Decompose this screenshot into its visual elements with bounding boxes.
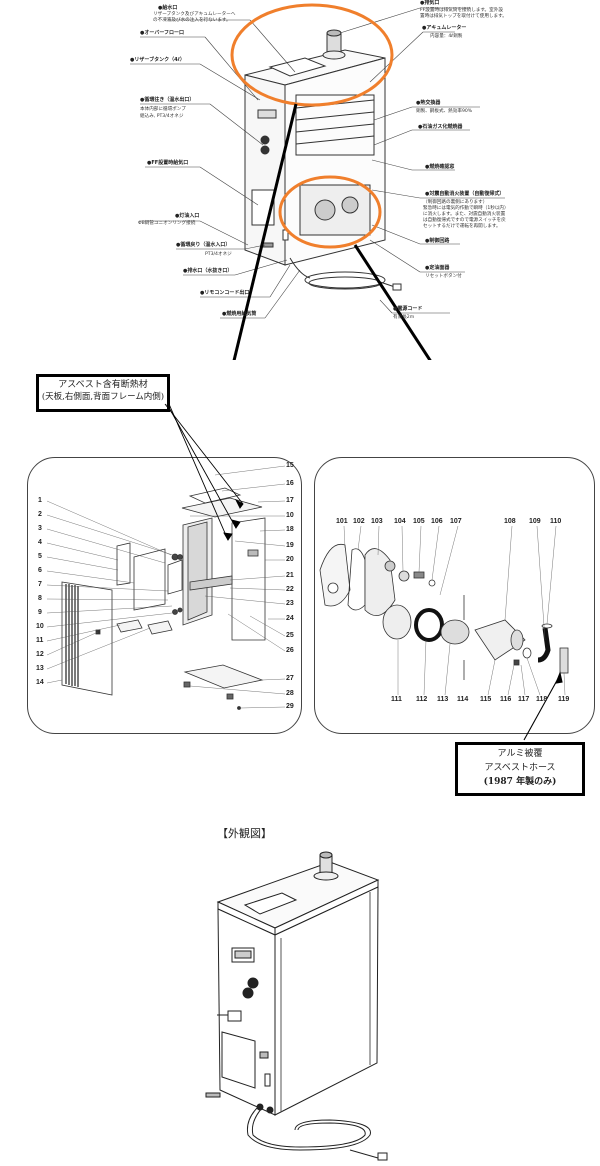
part-number: 20 [286,556,294,563]
label-accumulator: ●アキュムレーター [422,25,467,31]
label-combustion-window: ●燃焼確認窓 [425,164,455,170]
part-number: 9 [38,609,42,616]
part-number: 108 [504,518,516,525]
part-number: 12 [36,651,44,658]
part-number: 25 [286,632,294,639]
part-number: 1 [38,497,42,504]
part-number: 5 [38,553,42,560]
label-overflow: ●オーバーフロー口 [140,30,185,36]
part-number: 119 [558,696,570,703]
part-number: 24 [286,615,294,622]
label-power-cord: ●電源コード [393,306,423,312]
part-number: 11 [36,637,44,644]
callout-asbestos-hose-line1: アルミ被覆 [497,749,543,759]
callout-asbestos-hose-line3: (1987 年製のみ) [483,777,557,787]
part-number: 29 [286,703,294,710]
part-number: 111 [391,696,402,703]
part-number: 105 [413,518,425,525]
label-drain: ●排水口（水抜き口） [183,268,233,274]
note-seismic-2: 緊急時には電気的作動で瞬時（1秒以内） [423,206,509,211]
part-number: 2 [38,511,42,518]
part-number: 101 [336,518,348,525]
note-seismic-4: は自動復帰式ですので電源スイッチを戻 [423,218,506,223]
part-number: 115 [480,696,492,703]
callout-asbestos-hose: アルミ被覆 アスベストホース (1987 年製のみ) [455,742,585,796]
part-number: 109 [529,518,541,525]
note-water-inlet-1: リザーブタンク及びアキュムレーターへ [153,12,236,17]
part-number: 13 [36,665,44,672]
label-reserve-tank: ●リザーブタンク（4ℓ） [130,57,185,63]
callout-asbestos-insulation-line1: アスベスト含有断熱材 [58,380,148,390]
label-exhaust: ●排気口 [420,0,440,6]
label-heat-exchanger: ●熱交換器 [416,100,441,106]
part-number: 23 [286,600,294,607]
label-oil-level-regulator: ●定油面器 [425,265,450,271]
note-circulation-out-2: 組込み, PT3/4オネジ [140,114,184,119]
part-number: 104 [394,518,406,525]
note-kerosene-inlet: ΦΒ銅管ユニオンリング接続 [138,221,196,226]
part-number: 106 [431,518,443,525]
callout-asbestos-insulation: アスベスト含有断熱材 (天板,右側面,背面フレーム内側) [36,374,170,412]
note-seismic-1: （制御回路の裏側にあります） [423,200,488,205]
part-number: 19 [286,542,294,549]
part-number: 117 [518,696,530,703]
part-number: 27 [286,675,294,682]
note-seismic-5: セットするだけで運転を再開します。 [423,224,501,229]
part-number: 18 [286,526,294,533]
part-number: 110 [550,518,562,525]
callout-asbestos-hose-line2: アスベストホース [484,763,556,773]
note-accumulator: 内容量：4ℓ銅製 [430,34,463,39]
highlight-burner-assembly [278,175,382,249]
note-circulation-out-1: 本体内部に循環ポンプ [140,107,186,112]
label-remote-cord-outlet: ●リモコンコード出口 [200,290,250,296]
part-number: 17 [286,497,294,504]
note-seismic-3: に消火します。また、対震自動消火装置 [423,212,506,217]
part-number: 7 [38,581,42,588]
note-oil-level-regulator: リセットボタン付 [425,274,462,279]
part-number: 10 [286,512,294,519]
part-number: 10 [36,623,44,630]
panel-burner-exploded [314,457,595,734]
highlight-top-insulation [230,3,394,107]
note-exhaust-2: 置時は排気トップを取付けて使用します。 [420,14,507,19]
label-seismic-shutoff: ●対震自動消火装置（自動復帰式） [425,191,505,197]
part-number: 118 [536,696,548,703]
exterior-caption: 【外観図】 [217,827,272,840]
part-number: 21 [286,572,294,579]
part-number: 15 [286,462,294,469]
heater-cutaway-drawing [130,3,505,360]
panel-cabinet-exploded [27,457,302,734]
note-heat-exchanger: 銅製、鋼板式、熱効率90% [416,109,473,114]
note-water-inlet-2: の不凍液及び水の注入を行ないます。 [153,18,231,23]
part-number: 16 [286,480,294,487]
part-number: 107 [450,518,462,525]
part-number: 103 [371,518,383,525]
label-gasification-burner: ●石油ガス化燃焼器 [418,124,463,130]
label-kerosene-inlet: ●灯油入口 [175,213,200,219]
part-number: 26 [286,647,294,654]
part-number: 6 [38,567,42,574]
label-water-inlet: ●給水口 [158,5,178,11]
part-number: 114 [457,696,469,703]
part-number: 112 [416,696,428,703]
part-number: 8 [38,595,42,602]
part-number: 28 [286,690,294,697]
label-ff-air-inlet: ●FF設置時給気口 [147,160,189,166]
label-circulation-out: ●循環往き（温水出口） [140,97,195,103]
note-power-cord: 有効長2m [393,315,415,320]
part-number: 14 [36,679,44,686]
part-number: 102 [353,518,365,525]
label-circulation-return: ●循環戻り（温水入口） [176,242,231,248]
part-number: 116 [500,696,512,703]
part-number: 113 [437,696,449,703]
part-number: 22 [286,586,294,593]
note-circulation-return: PT3/4オネジ [205,252,232,257]
label-combustion-air-pipe: ●燃焼用給気筒 [222,311,257,317]
part-number: 3 [38,525,42,532]
part-number: 4 [38,539,42,546]
label-control-circuit: ●制御回路 [425,238,450,244]
note-exhaust-1: FF設置時は排気筒を接続します。室外設 [420,8,503,13]
callout-asbestos-insulation-line2: (天板,右側面,背面フレーム内側) [41,392,165,402]
